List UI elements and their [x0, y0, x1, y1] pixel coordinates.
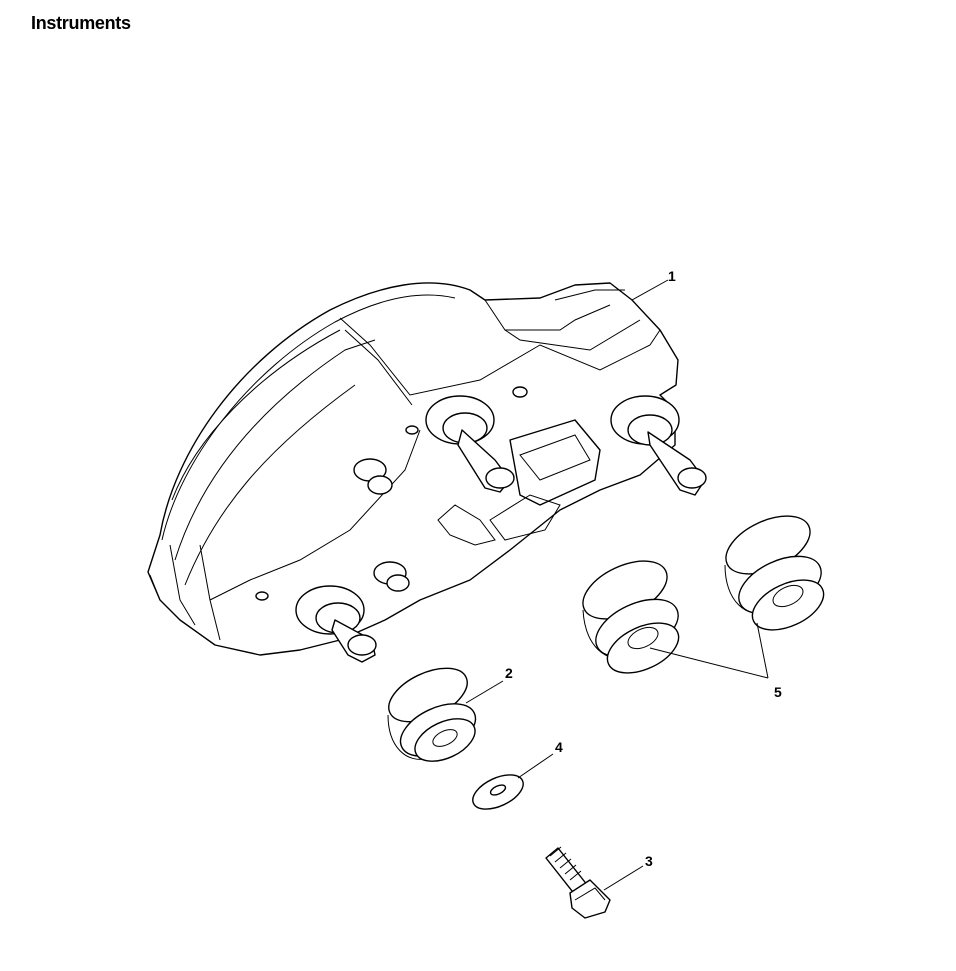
bolt-3[interactable] [545, 846, 611, 919]
leader-5b [756, 622, 769, 679]
callout-lines [465, 279, 769, 891]
instrument-cluster-housing[interactable] [147, 282, 707, 663]
leader-2 [465, 680, 504, 704]
washer-4[interactable] [468, 768, 529, 816]
callout-4: 4 [555, 739, 563, 755]
callout-3: 3 [645, 853, 653, 869]
grommet-pair-5[interactable] [574, 504, 831, 683]
callout-5: 5 [774, 684, 782, 700]
leader-4 [517, 753, 554, 779]
grommet-5b [582, 560, 680, 674]
leader-1 [631, 279, 669, 301]
grommet-5a [724, 515, 825, 631]
leader-3 [603, 865, 644, 891]
callout-2: 2 [505, 665, 513, 681]
grommet-2[interactable] [381, 657, 484, 770]
leader-5a [649, 647, 769, 679]
callout-1: 1 [668, 268, 676, 284]
page-title: Instruments [31, 13, 131, 33]
